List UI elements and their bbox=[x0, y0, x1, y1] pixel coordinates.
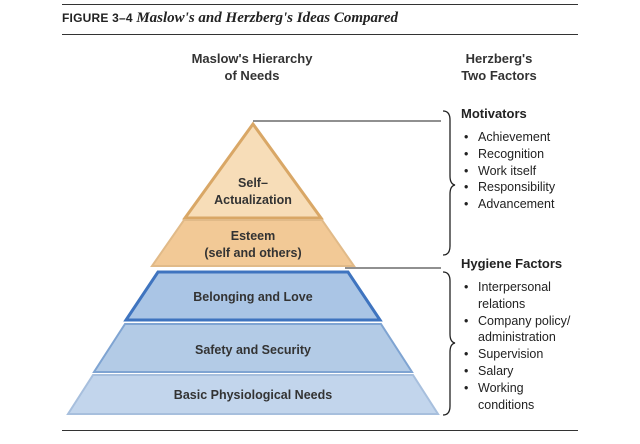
hygiene-list: Interpersonal relations Company policy/ … bbox=[462, 279, 570, 413]
tier-label-self-actualization-2: Actualization bbox=[214, 193, 292, 207]
herzberg-heading: Herzberg's Two Factors bbox=[446, 50, 552, 84]
bottom-rule bbox=[62, 430, 578, 431]
hygiene-title: Hygiene Factors bbox=[461, 256, 563, 271]
hygiene-item-line: Company policy/ bbox=[478, 313, 571, 328]
hygiene-item: Working conditions bbox=[462, 380, 570, 414]
maslow-heading-line-1: Maslow's Hierarchy bbox=[191, 51, 313, 66]
motivators-title: Motivators bbox=[461, 106, 527, 121]
figure-caption: FIGURE 3–4 Maslow's and Herzberg's Ideas… bbox=[62, 10, 398, 27]
maslow-heading-line-2: of Needs bbox=[224, 68, 280, 83]
motivator-item: Responsibility bbox=[462, 179, 555, 196]
motivator-item: Achievement bbox=[462, 129, 555, 146]
tier-label-belonging: Belonging and Love bbox=[193, 290, 312, 304]
motivator-item: Work itself bbox=[462, 163, 555, 180]
herzberg-heading-line-1: Herzberg's bbox=[465, 51, 533, 66]
hygiene-item: Company policy/ administration bbox=[462, 313, 570, 347]
hygiene-item: Supervision bbox=[462, 346, 570, 363]
tier-label-physiological: Basic Physiological Needs bbox=[174, 388, 332, 402]
hygiene-brace bbox=[442, 271, 456, 416]
tier-label-safety: Safety and Security bbox=[195, 343, 311, 357]
hygiene-item: Salary bbox=[462, 363, 570, 380]
hygiene-item-line: Working bbox=[478, 380, 524, 395]
top-rule bbox=[62, 4, 578, 5]
caption-rule bbox=[62, 34, 578, 35]
herzberg-heading-line-2: Two Factors bbox=[461, 68, 537, 83]
motivators-list: Achievement Recognition Work itself Resp… bbox=[462, 129, 555, 213]
motivator-item: Recognition bbox=[462, 146, 555, 163]
tier-esteem bbox=[150, 219, 356, 267]
tier-self-actualization bbox=[182, 121, 324, 220]
tier-label-self-actualization-1: Self– bbox=[238, 176, 268, 190]
tier-belonging-and-love bbox=[123, 270, 383, 322]
tier-safety-and-security bbox=[92, 323, 414, 373]
hygiene-item-line: relations bbox=[478, 296, 526, 311]
motivators-brace bbox=[442, 110, 456, 256]
hygiene-item: Interpersonal relations bbox=[462, 279, 570, 313]
hygiene-item-line: Interpersonal bbox=[478, 280, 551, 294]
figure-number: FIGURE 3–4 bbox=[62, 11, 133, 25]
tier-basic-physiological-needs bbox=[66, 374, 440, 415]
hygiene-item-line: administration bbox=[478, 330, 556, 345]
tier-label-esteem-1: Esteem bbox=[231, 229, 275, 243]
maslow-heading: Maslow's Hierarchy of Needs bbox=[172, 50, 332, 84]
hygiene-item-line: conditions bbox=[478, 397, 535, 412]
motivator-item: Advancement bbox=[462, 196, 555, 213]
tier-label-esteem-2: (self and others) bbox=[204, 246, 301, 260]
figure-title: Maslow's and Herzberg's Ideas Compared bbox=[136, 10, 399, 26]
